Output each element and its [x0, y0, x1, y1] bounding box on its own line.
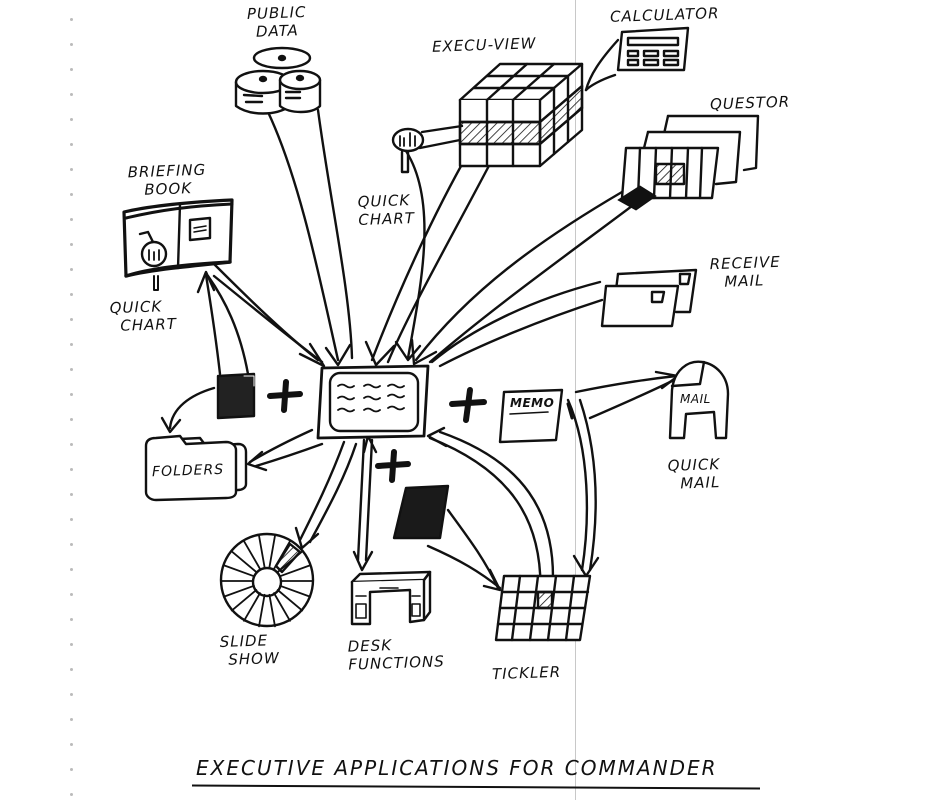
- margin-dot: [70, 368, 73, 371]
- public-data-disks-icon: [234, 46, 322, 115]
- margin-dot: [70, 268, 73, 271]
- margin-dot: [70, 93, 73, 96]
- plus-icon: [267, 379, 303, 413]
- folders-label: Folders: [151, 461, 225, 481]
- arrow-memo-to-tickler: [566, 398, 589, 572]
- carousel-spoke: [222, 564, 255, 578]
- arrow-receive-mail-to-hub: [430, 280, 602, 364]
- margin-dot: [70, 643, 73, 646]
- margin-dot: [70, 68, 73, 71]
- calculator-label: Calculator: [609, 4, 720, 26]
- slide-show-carousel-icon: [219, 532, 315, 628]
- margin-dot: [70, 293, 73, 296]
- arrow-public-data-to-hub: [266, 110, 340, 362]
- margin-dot: [70, 793, 73, 796]
- hub-screen-icon: [316, 364, 430, 440]
- memo-label: Memo: [510, 396, 555, 410]
- margin-dot: [70, 168, 73, 171]
- carousel-spoke: [276, 589, 304, 612]
- connectors: [160, 38, 680, 602]
- margin-dot: [70, 543, 73, 546]
- plus-sign-icons: [267, 379, 487, 483]
- carousel-spoke: [268, 534, 276, 569]
- arrow-calculator-to-execu-view: [584, 38, 620, 92]
- arrow-tickler-to-hub: [428, 436, 542, 602]
- carousel-spoke: [230, 589, 258, 612]
- arrow-hub-to-slide-show: [298, 440, 346, 542]
- quick-chart-book-label: Quick Chart: [109, 297, 178, 335]
- carousel-spoke: [258, 593, 266, 628]
- arrow-hub-to-desk-functions: [356, 438, 366, 562]
- tickler-calendar-icon: [494, 574, 592, 642]
- carousel-spoke: [222, 584, 255, 598]
- margin-dot: [70, 43, 73, 46]
- desk-functions-desk-icon: [350, 570, 432, 626]
- margin-dot: [70, 343, 73, 346]
- margin-dot: [70, 693, 73, 696]
- memo-icon: [498, 388, 574, 444]
- margin-dot: [70, 568, 73, 571]
- arrow-questor-to-hub: [414, 190, 624, 362]
- note-dark-icon: [392, 484, 450, 540]
- questor-pages-icon: [617, 114, 760, 211]
- quick-mail-label: Quick Mail: [667, 455, 721, 493]
- margin-dot: [70, 768, 73, 771]
- margin-dot: [70, 718, 73, 721]
- margin-dot: [70, 443, 73, 446]
- mailbox-text: Mail: [680, 392, 711, 406]
- plus-icon: [375, 449, 411, 483]
- calculator-icon: [616, 26, 690, 72]
- quick-mail-mailbox-icon: [668, 360, 730, 440]
- margin-dot: [70, 418, 73, 421]
- receive-mail-label: Receive Mail: [709, 252, 781, 291]
- briefing-book-icon: [122, 198, 234, 291]
- slide-show-label: Slide Show: [219, 631, 281, 669]
- margin-dot: [70, 18, 73, 21]
- carousel-spoke: [258, 534, 266, 569]
- desk-functions-label: Desk Functions: [347, 636, 446, 674]
- margin-dot: [70, 468, 73, 471]
- tickler-label: Tickler: [491, 662, 562, 684]
- execu-view-label: Execu-View: [431, 34, 537, 56]
- folders-icon: [144, 434, 248, 502]
- public-data-label: Public Data: [246, 2, 307, 41]
- diagram-title: Executive Applications for Commander: [196, 756, 718, 780]
- execu-view-cube-icon: [458, 62, 584, 168]
- margin-dot: [70, 143, 73, 146]
- margin-dot: [70, 243, 73, 246]
- margin-dot: [70, 618, 73, 621]
- arrow-document-to-briefing-book: [204, 273, 222, 376]
- carousel-spoke: [230, 550, 258, 573]
- margin-dot: [70, 668, 73, 671]
- arrow-dark-note-to-tickler: [446, 508, 500, 590]
- questor-label: Questor: [709, 92, 791, 114]
- arrow-quick-chart-to-hub: [402, 146, 426, 360]
- margin-dot: [70, 218, 73, 221]
- margin-dot: [70, 118, 73, 121]
- plus-icon: [449, 387, 487, 423]
- document-dark-icon: [216, 372, 256, 420]
- carousel-spoke: [279, 564, 312, 578]
- margin-dot: [70, 518, 73, 521]
- arrow-document-to-folders: [168, 386, 216, 430]
- receive-mail-envelopes-icon: [600, 268, 698, 328]
- carousel-spoke: [273, 592, 291, 622]
- carousel-spoke: [268, 593, 276, 628]
- margin-dot: [70, 393, 73, 396]
- margin-dot: [70, 593, 73, 596]
- paper-fold-line: [575, 0, 576, 800]
- quick-chart-center-label: Quick Chart: [357, 191, 416, 229]
- quick-chart-magnifier-icon: [391, 124, 464, 174]
- arrow-memo-to-quick-mail: [574, 374, 678, 394]
- margin-dot: [70, 193, 73, 196]
- margin-dot: [70, 318, 73, 321]
- margin-dot: [70, 493, 73, 496]
- margin-dot: [70, 743, 73, 746]
- carousel-spoke: [243, 540, 261, 570]
- arrow-execu-view-to-hub: [370, 148, 472, 362]
- carousel-spoke: [279, 584, 312, 598]
- briefing-book-label: Briefing Book: [127, 160, 207, 199]
- carousel-spoke: [243, 592, 261, 622]
